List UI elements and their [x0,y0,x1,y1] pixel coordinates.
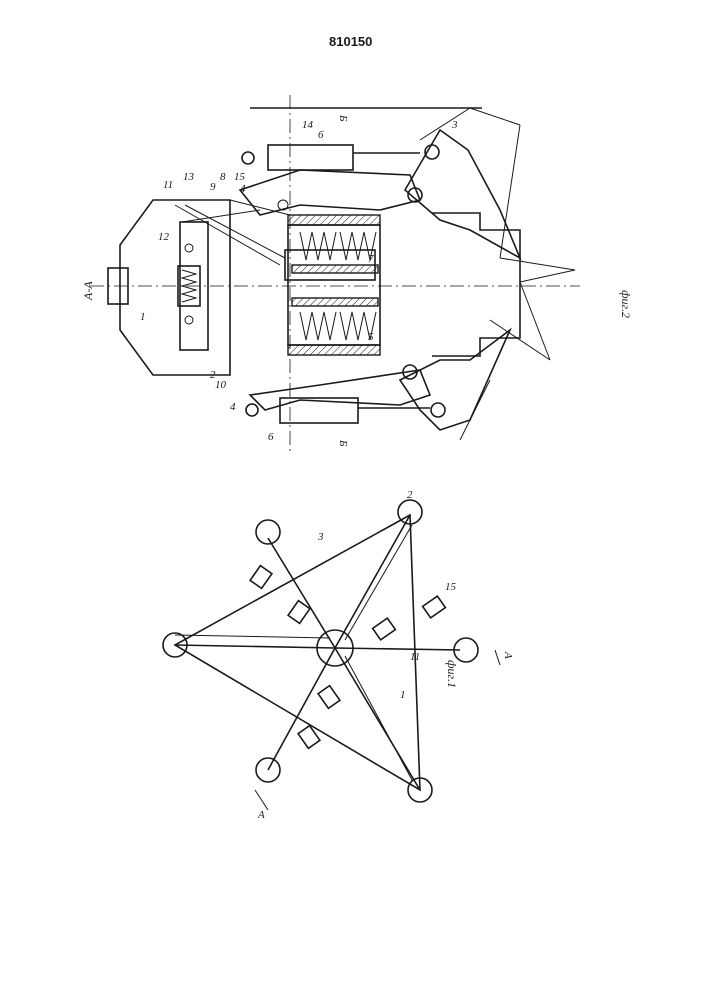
housing-body [120,200,230,375]
fig2-label-6b: 6 [268,431,274,443]
fig2-label-4a: 4 [240,183,246,195]
fig2-label-8: 8 [220,171,226,183]
fig2-label-1: 1 [140,311,146,323]
fig1-label-11: 11 [410,651,420,663]
fig2-label-12: 12 [158,231,170,243]
jaw-3 [400,108,575,440]
fig2-label-4b: 4 [230,401,236,413]
patent-number: 810150 [329,34,372,49]
cut-mark-top: Б [337,114,349,122]
fig1-label-1: 1 [400,689,406,701]
fig2-label-13: 13 [183,171,195,183]
fig1-section-mark-bottom: A [257,809,265,821]
fig2-label-14: 14 [302,119,314,131]
fig1-drawing: фиг.1 A A 1 2 3 11 15 [163,489,514,821]
fig2-label-6a: 6 [318,129,324,141]
outer-triangle [175,515,420,790]
section-title: A-A [81,281,95,301]
cylinder-upper [268,145,353,170]
fig1-label-15: 15 [445,581,457,593]
upper-arm-assembly [240,145,439,215]
fig2-label-3: 3 [451,119,458,131]
spring-unit-12 [178,244,200,324]
fig1-label-2: 2 [407,489,413,501]
fig2-label-10: 10 [215,379,227,391]
fig2-label-9: 9 [210,181,216,193]
fig2-label-11: 11 [163,179,173,191]
cut-mark-bottom: Б [337,439,349,447]
fig1-caption: фиг.1 [445,660,459,688]
fig2-label-7: 7 [368,253,374,265]
fig2-label-5: 5 [368,331,374,343]
fig1-section-mark-right: A [502,651,514,659]
fig2-drawing: A-A фиг.2 Б Б 1 2 3 4 4 5 6 6 7 8 9 10 1… [81,95,633,455]
fig1-label-3: 3 [317,531,324,543]
fig2-caption: фиг.2 [619,290,633,318]
fig2-label-15: 15 [234,171,246,183]
lower-arm-assembly [246,365,445,423]
spring-block-5 [285,215,380,355]
link-rods [175,200,290,265]
base-frame [432,213,520,356]
